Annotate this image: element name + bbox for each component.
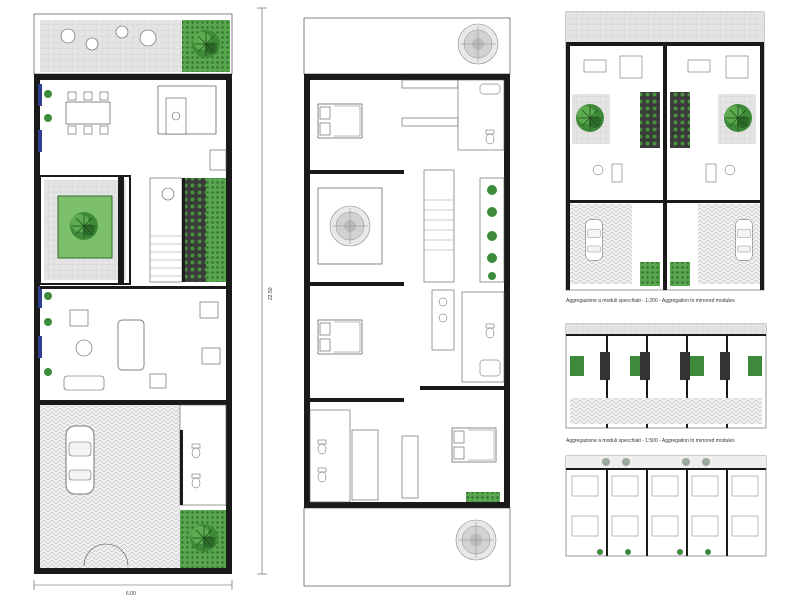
width-dimension: 6.00 [126,591,136,597]
first-floor-plan [303,17,511,587]
caption-aggregation-1-200: Aggregazione a moduli specchiati - 1:200… [566,298,735,304]
caption-aggregation-1-500: Aggregazione a moduli specchiati - 1:500… [566,438,735,444]
ground-floor-plan: 6.00 22.50 [33,7,274,597]
aggregation-first-floor [565,455,767,557]
depth-dimension: 22.50 [268,287,274,300]
aggregation-plan-1-200: Aggregazione a moduli specchiati - 1:200… [565,11,765,304]
aggregation-plan-1-500: Aggregazione a moduli specchiati - 1:500… [565,323,767,444]
